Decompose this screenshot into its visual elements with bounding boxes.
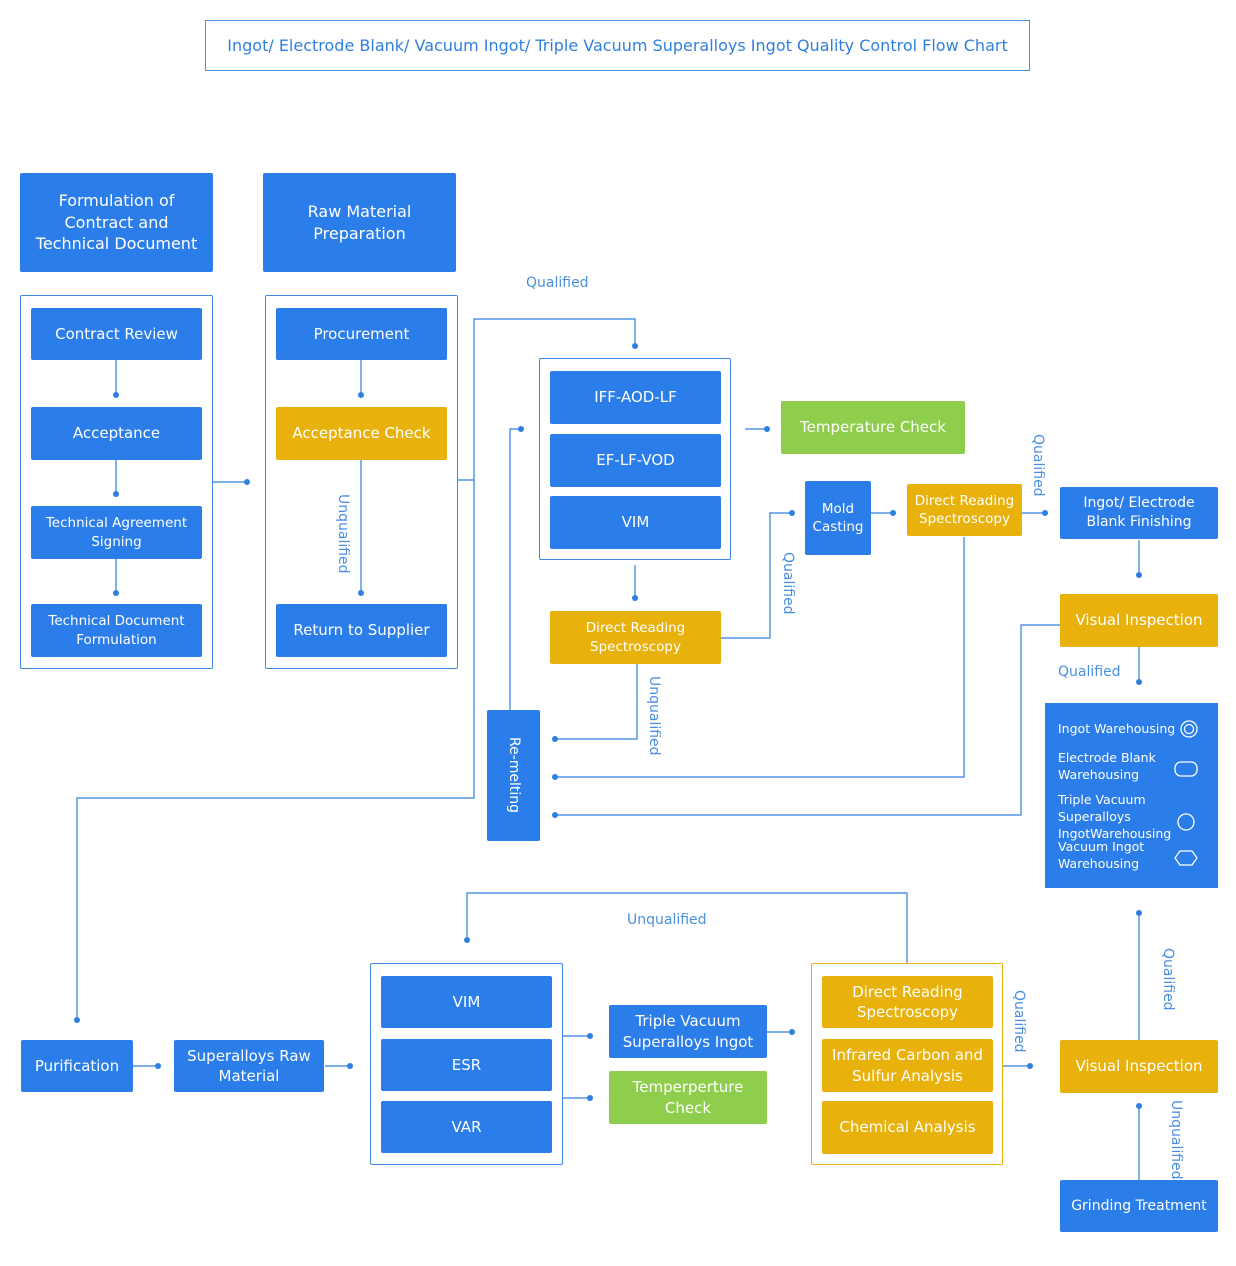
- contract-review-box: Contract Review: [31, 308, 202, 360]
- esr-box: ESR: [381, 1039, 552, 1091]
- spectroscopy-box-3: Direct Reading Spectroscopy: [822, 976, 993, 1028]
- unqualified-label-2: Unqualified: [646, 676, 662, 756]
- qualified-label-6: Qualified: [1011, 990, 1027, 1053]
- acceptance-box: Acceptance: [31, 407, 202, 460]
- remelting-box: Re-melting: [487, 710, 540, 841]
- finishing-box: Ingot/ Electrode Blank Finishing: [1060, 487, 1218, 539]
- mold-casting-box: Mold Casting: [805, 481, 871, 555]
- chart-title: Ingot/ Electrode Blank/ Vacuum Ingot/ Tr…: [205, 20, 1030, 71]
- spectroscopy-box-2: Direct Reading Spectroscopy: [907, 484, 1022, 536]
- superalloys-raw-material-box: Superalloys Raw Material: [174, 1040, 324, 1092]
- carbon-sulfur-box: Infrared Carbon and Sulfur Analysis: [822, 1039, 993, 1092]
- remelting-label: Re-melting: [505, 737, 522, 814]
- procurement-box: Procurement: [276, 308, 447, 360]
- warehousing-legend: Ingot Warehousing Electrode Blank Wareho…: [1045, 703, 1218, 888]
- legend-vacuum-label: Vacuum Ingot Warehousing: [1058, 839, 1145, 871]
- qualified-label-2: Qualified: [780, 552, 796, 615]
- contract-group: [20, 295, 213, 669]
- temperature-check-box: Temperature Check: [781, 401, 965, 454]
- legend-electrode-label: Electrode Blank Warehousing: [1058, 750, 1156, 782]
- visual-inspection-box-1: Visual Inspection: [1060, 594, 1218, 647]
- temperature-check-box-2: Temperperture Check: [609, 1071, 767, 1124]
- qualified-label-1: Qualified: [526, 275, 589, 291]
- unqualified-label-3: Unqualified: [627, 912, 707, 928]
- unqualified-label-1: Unqualified: [335, 494, 351, 574]
- contract-header: Formulation of Contract and Technical Do…: [20, 173, 213, 272]
- ef-lf-vod-box: EF-LF-VOD: [550, 434, 721, 487]
- unqualified-label-4: Unqualified: [1168, 1100, 1184, 1180]
- var-box: VAR: [381, 1101, 552, 1153]
- vim-box: VIM: [550, 496, 721, 549]
- raw-material-group: [265, 295, 458, 669]
- vim-box-2: VIM: [381, 976, 552, 1028]
- technical-agreement-box: Technical Agreement Signing: [31, 506, 202, 559]
- circle-icon: [1177, 813, 1195, 831]
- legend-triple-label: Triple Vacuum Superalloys IngotWarehousi…: [1058, 792, 1172, 841]
- hexagon-icon: [1174, 850, 1198, 866]
- rounded-rect-icon: [1174, 761, 1198, 777]
- spectroscopy-box-1: Direct Reading Spectroscopy: [550, 611, 721, 664]
- technical-document-box: Technical Document Formulation: [31, 604, 202, 657]
- melting-group: [539, 358, 731, 560]
- grinding-treatment-box: Grinding Treatment: [1060, 1180, 1218, 1232]
- double-circle-icon: [1180, 720, 1198, 738]
- visual-inspection-box-2: Visual Inspection: [1060, 1040, 1218, 1093]
- chemical-analysis-box: Chemical Analysis: [822, 1101, 993, 1154]
- qualified-label-3: Qualified: [1030, 434, 1046, 497]
- raw-material-header: Raw Material Preparation: [263, 173, 456, 272]
- acceptance-check-box: Acceptance Check: [276, 407, 447, 460]
- purification-box: Purification: [21, 1040, 133, 1092]
- legend-ingot-label: Ingot Warehousing: [1058, 721, 1176, 736]
- iff-aod-lf-box: IFF-AOD-LF: [550, 371, 721, 424]
- analysis-group: [811, 963, 1003, 1165]
- triple-vacuum-ingot-box: Triple Vacuum Superalloys Ingot: [609, 1005, 767, 1058]
- qualified-label-4: Qualified: [1058, 664, 1121, 680]
- return-to-supplier-box: Return to Supplier: [276, 604, 447, 657]
- remelting-process-group: [370, 963, 563, 1165]
- qualified-label-5: Qualified: [1160, 948, 1176, 1011]
